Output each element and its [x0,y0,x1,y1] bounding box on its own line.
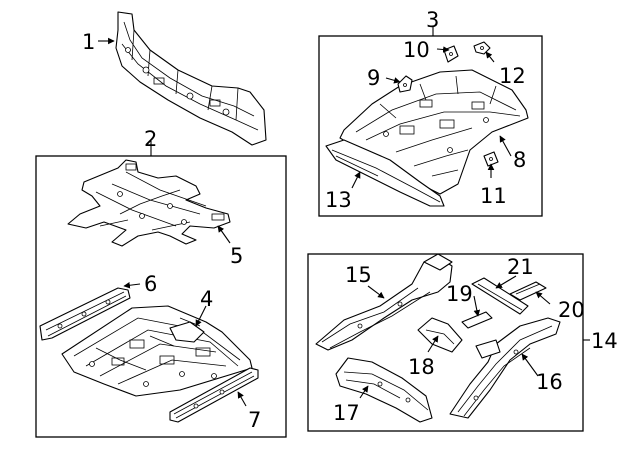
part-19-plate [461,311,493,329]
group-box-14 [307,253,584,432]
part-21-bracket [471,277,529,315]
part-13-panel [325,139,445,207]
callout-18: 18 [408,355,435,379]
part-9-bracket [397,75,413,93]
part-5-floor-frame [67,159,231,247]
callout-15: 15 [345,263,372,287]
callout-4: 4 [200,287,213,311]
callout-11: 11 [480,184,507,208]
part-7-sill-reinforcement [169,367,259,423]
part-16-rail [449,317,561,419]
part-17-rail [335,357,433,423]
callout-7: 7 [248,408,261,432]
callout-9: 9 [367,66,380,90]
part-4-floor-pan [61,305,253,397]
part-15-rail [315,253,453,351]
callout-2: 2 [144,127,157,151]
part-20-bracket [509,281,547,301]
part-10-bracket [443,45,459,63]
callout-10: 10 [403,38,430,62]
callout-14: 14 [591,329,618,353]
part-6-reinforcement [39,287,131,341]
callout-17: 17 [333,401,360,425]
callout-8: 8 [513,148,526,172]
callout-5: 5 [230,244,243,268]
callout-20: 20 [558,298,585,322]
part-1-rear-panel [115,11,267,146]
part-11-bracket [483,151,499,167]
part-12-bracket [473,41,491,55]
callout-3: 3 [426,8,439,32]
callout-6: 6 [144,272,157,296]
callout-12: 12 [499,64,526,88]
callout-13: 13 [325,188,352,212]
part-18-bracket [417,317,463,353]
group-box-3 [318,35,543,217]
callout-21: 21 [507,255,534,279]
callout-1: 1 [82,30,95,54]
callout-19: 19 [446,282,473,306]
group-box-2 [35,155,287,438]
callout-16: 16 [536,370,563,394]
